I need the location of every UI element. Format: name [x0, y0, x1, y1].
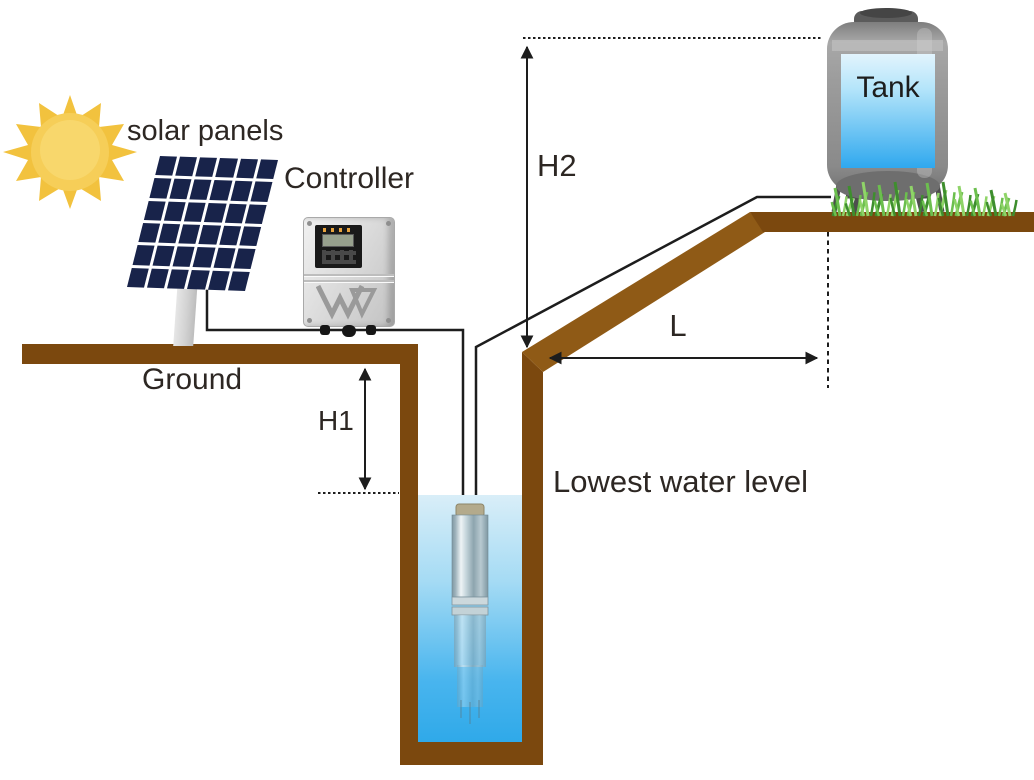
dim-l-label: L	[669, 308, 687, 343]
grass-blade	[844, 203, 852, 217]
grass-blade	[859, 191, 869, 217]
grass-blade	[831, 195, 841, 217]
grass-blade	[905, 198, 913, 217]
grass-blade	[957, 185, 966, 217]
grass-blade	[989, 189, 998, 217]
tank-body	[827, 8, 948, 201]
groove	[304, 280, 394, 282]
grass-blade	[965, 194, 972, 217]
ground-label: Ground	[142, 363, 243, 396]
sun-icon	[3, 95, 137, 209]
grass-blade	[873, 200, 881, 217]
grass-blade	[893, 181, 902, 217]
grass-blade	[925, 182, 934, 217]
grass	[830, 181, 1018, 217]
grass-blade	[949, 192, 956, 217]
led-row-icon	[323, 228, 355, 232]
ground-left	[22, 344, 418, 765]
lowest-water-level-label: Lowest water level	[553, 464, 809, 499]
grass-blade	[969, 200, 977, 217]
grass-blade	[855, 194, 862, 217]
cable-gland	[320, 325, 330, 335]
screw-icon	[307, 318, 312, 323]
grass-blade	[830, 201, 838, 217]
grass-blade	[1003, 192, 1012, 217]
controller-display	[315, 225, 362, 268]
grass-blade	[869, 192, 876, 217]
groove	[304, 274, 394, 276]
controller-label: Controller	[284, 162, 415, 195]
ground-upper	[750, 212, 1034, 232]
grass-blade	[917, 194, 924, 217]
grass-blade	[973, 187, 982, 217]
grass-blade	[889, 197, 897, 217]
grass-blade	[877, 184, 886, 217]
grass-blade	[909, 185, 918, 217]
water-pipe-line	[474, 195, 831, 506]
grass-blade	[1001, 197, 1011, 217]
grass-blade	[985, 201, 993, 217]
submersible-pump	[451, 503, 489, 724]
grass-blade	[858, 198, 866, 217]
slope	[522, 212, 765, 372]
grass-blade	[885, 194, 892, 217]
tank-window	[841, 54, 935, 168]
dim-h2-label: H2	[537, 148, 577, 183]
power-cable-line	[205, 289, 465, 506]
terrain	[22, 212, 1034, 765]
grass-blade	[953, 198, 961, 217]
cable-gland	[342, 325, 356, 337]
grass-blade	[847, 185, 856, 217]
tank-label: Tank	[856, 71, 920, 104]
grass-blade	[1011, 199, 1018, 217]
grass-blade	[861, 181, 870, 217]
controller-logo-icon	[316, 284, 378, 320]
screw-icon	[386, 318, 391, 323]
grass-blade	[833, 187, 842, 217]
grass-blade	[1000, 203, 1008, 217]
grass-blade	[901, 192, 908, 217]
grass-blade	[921, 200, 929, 217]
grass-blade	[997, 197, 1004, 217]
cable-gland	[366, 325, 376, 335]
panel-cell	[155, 156, 178, 176]
controller-keypad	[322, 250, 356, 264]
solar-panels-label: solar panels	[127, 115, 284, 147]
grass-blade	[933, 192, 940, 217]
grass-blade	[941, 181, 950, 217]
dim-h1-label: H1	[318, 405, 354, 436]
screw-icon	[307, 221, 312, 226]
well-right-wall	[400, 352, 543, 765]
controller-box	[303, 217, 395, 337]
screw-icon	[386, 221, 391, 226]
grass-blade	[937, 197, 945, 217]
grass-blade	[981, 196, 988, 217]
controller-screen	[322, 234, 354, 247]
